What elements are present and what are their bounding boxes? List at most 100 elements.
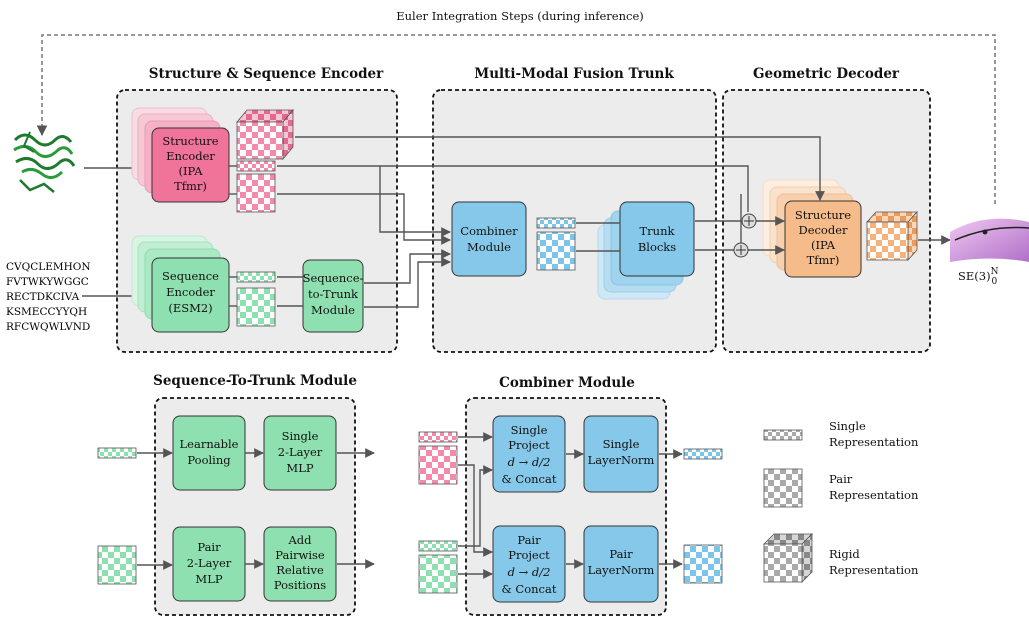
single-rep-green-input: [97, 447, 137, 459]
pair-rep-pink-input: [418, 445, 458, 485]
legend-pair-swatch: [763, 468, 803, 508]
combiner-connections: [458, 432, 493, 579]
legend-single-swatch: [763, 429, 803, 441]
decoder-label: Tfmr): [807, 253, 840, 267]
decoder-label: Decoder: [798, 223, 848, 237]
sequence-line: KSMECCYYQH: [6, 306, 87, 318]
fusion-title: Multi-Modal Fusion Trunk: [474, 66, 674, 82]
single-rep-pink-input: [418, 431, 458, 443]
pair-rep-green: [236, 287, 276, 327]
trunk-label: Trunk: [640, 224, 676, 238]
pair-mlp-label: 2-Layer: [187, 556, 232, 570]
legend-pair-label: Pair: [829, 472, 853, 486]
structure-decoder: Structure Decoder (IPA Tfmr): [762, 179, 862, 278]
main-connections: [229, 136, 825, 308]
single-layernorm-label: LayerNorm: [588, 453, 655, 467]
legend: Single Representation Pair Representatio…: [763, 419, 919, 583]
single-project-label: Project: [508, 438, 550, 452]
pair-rep-green-input: [418, 554, 458, 594]
single-rep-green-input: [418, 540, 458, 552]
sequence-encoder-label: (ESM2): [168, 301, 212, 315]
structure-encoder-label: Encoder: [166, 149, 215, 163]
single-project-label: d → d/2: [508, 455, 551, 469]
sequence-encoder-label: Encoder: [166, 285, 215, 299]
single-layernorm-label: Single: [603, 437, 640, 451]
pair-mlp-label: Pair: [197, 540, 221, 554]
single-project-label: & Concat: [502, 472, 557, 486]
sequence-text: CVQCLEMHON FVTWKYWGGC RECTDKCIVA KSMECCY…: [6, 261, 91, 333]
combiner-label: Module: [467, 240, 511, 254]
single-rep-pink: [236, 160, 276, 172]
protein-structure-icon: [13, 131, 76, 193]
pair-rep-blue-output: [683, 544, 723, 584]
pooling-label: Pooling: [187, 453, 231, 467]
legend-single-label: Single: [829, 419, 866, 433]
structure-encoder-label: Tfmr): [174, 179, 207, 193]
pair-project-box: Pair Project d → d/2 & Concat: [492, 525, 566, 603]
pair-project-label: & Concat: [502, 582, 557, 596]
pair-project-label: d → d/2: [508, 565, 551, 579]
add-pairwise-label: Relative: [276, 563, 324, 577]
pair-mlp-label: MLP: [195, 572, 222, 586]
pair-layernorm-label: LayerNorm: [588, 563, 655, 577]
seq-to-trunk-module: Sequence- to-Trunk Module: [302, 259, 364, 333]
rigid-rep-orange: [866, 210, 918, 262]
decoder-label: Structure: [795, 208, 851, 222]
sequence-line: CVQCLEMHON: [6, 261, 91, 273]
encoder-title: Structure & Sequence Encoder: [149, 66, 384, 82]
euler-label: Euler Integration Steps (during inferenc…: [396, 9, 643, 23]
legend-rigid-swatch: [763, 533, 813, 583]
decoder-label: (IPA: [811, 238, 836, 252]
s2t-title: Sequence-To-Trunk Module: [153, 373, 357, 389]
single-rep-blue-output: [683, 448, 723, 460]
euler-loop: Euler Integration Steps (during inferenc…: [36, 9, 996, 205]
decoder-title: Geometric Decoder: [753, 66, 900, 82]
sequence-line: RECTDKCIVA: [6, 291, 80, 303]
legend-single-label: Representation: [829, 435, 919, 449]
legend-pair-label: Representation: [829, 488, 919, 502]
sequence-line: FVTWKYWGGC: [6, 276, 89, 288]
rigid-rep-pink: [236, 108, 294, 161]
single-mlp-label: MLP: [286, 461, 313, 475]
single-mlp-label: Single: [282, 429, 319, 443]
add-node: [733, 242, 749, 258]
add-pairwise-box: Add Pairwise Relative Positions: [263, 526, 337, 602]
structure-encoder-label: (IPA: [178, 164, 203, 178]
legend-rigid-label: Rigid: [829, 547, 860, 561]
combiner-title: Combiner Module: [499, 375, 635, 391]
pair-layernorm-label: Pair: [609, 547, 633, 561]
pooling-label: Learnable: [180, 437, 239, 451]
single-project-label: Single: [511, 423, 548, 437]
add-pairwise-label: Add: [287, 533, 312, 547]
se3-manifold-icon: [950, 218, 1029, 262]
trunk-blocks: Trunk Blocks: [597, 201, 695, 300]
structure-encoder: Structure Encoder (IPA Tfmr): [131, 107, 230, 203]
sequence-line: RFCWQWLVND: [6, 321, 90, 333]
s2t-label: to-Trunk: [308, 287, 359, 301]
pair-project-label: Project: [508, 548, 550, 562]
pair-mlp-box: Pair 2-Layer MLP: [172, 526, 246, 602]
pair-rep-blue: [536, 231, 576, 271]
add-node: [741, 213, 757, 229]
single-mlp-box: Single 2-Layer MLP: [263, 415, 337, 491]
single-mlp-label: 2-Layer: [278, 445, 323, 459]
trunk-label: Blocks: [638, 240, 676, 254]
pair-layernorm-box: Pair LayerNorm: [583, 525, 659, 603]
single-rep-blue: [536, 217, 576, 229]
s2t-label: Sequence-: [303, 271, 364, 285]
single-project-box: Single Project d → d/2 & Concat: [492, 415, 566, 493]
pair-rep-green-input: [97, 545, 137, 585]
learnable-pooling-box: Learnable Pooling: [172, 415, 246, 491]
add-pairwise-label: Pairwise: [275, 548, 325, 562]
legend-rigid-label: Representation: [829, 563, 919, 577]
single-rep-green: [236, 271, 276, 283]
s2t-label: Module: [311, 303, 355, 317]
pair-rep-pink: [236, 173, 276, 213]
add-pairwise-label: Positions: [274, 578, 326, 592]
sequence-encoder: Sequence Encoder (ESM2): [131, 235, 230, 333]
pair-project-label: Pair: [517, 533, 541, 547]
sequence-encoder-label: Sequence: [162, 269, 219, 283]
structure-encoder-label: Structure: [162, 134, 218, 148]
